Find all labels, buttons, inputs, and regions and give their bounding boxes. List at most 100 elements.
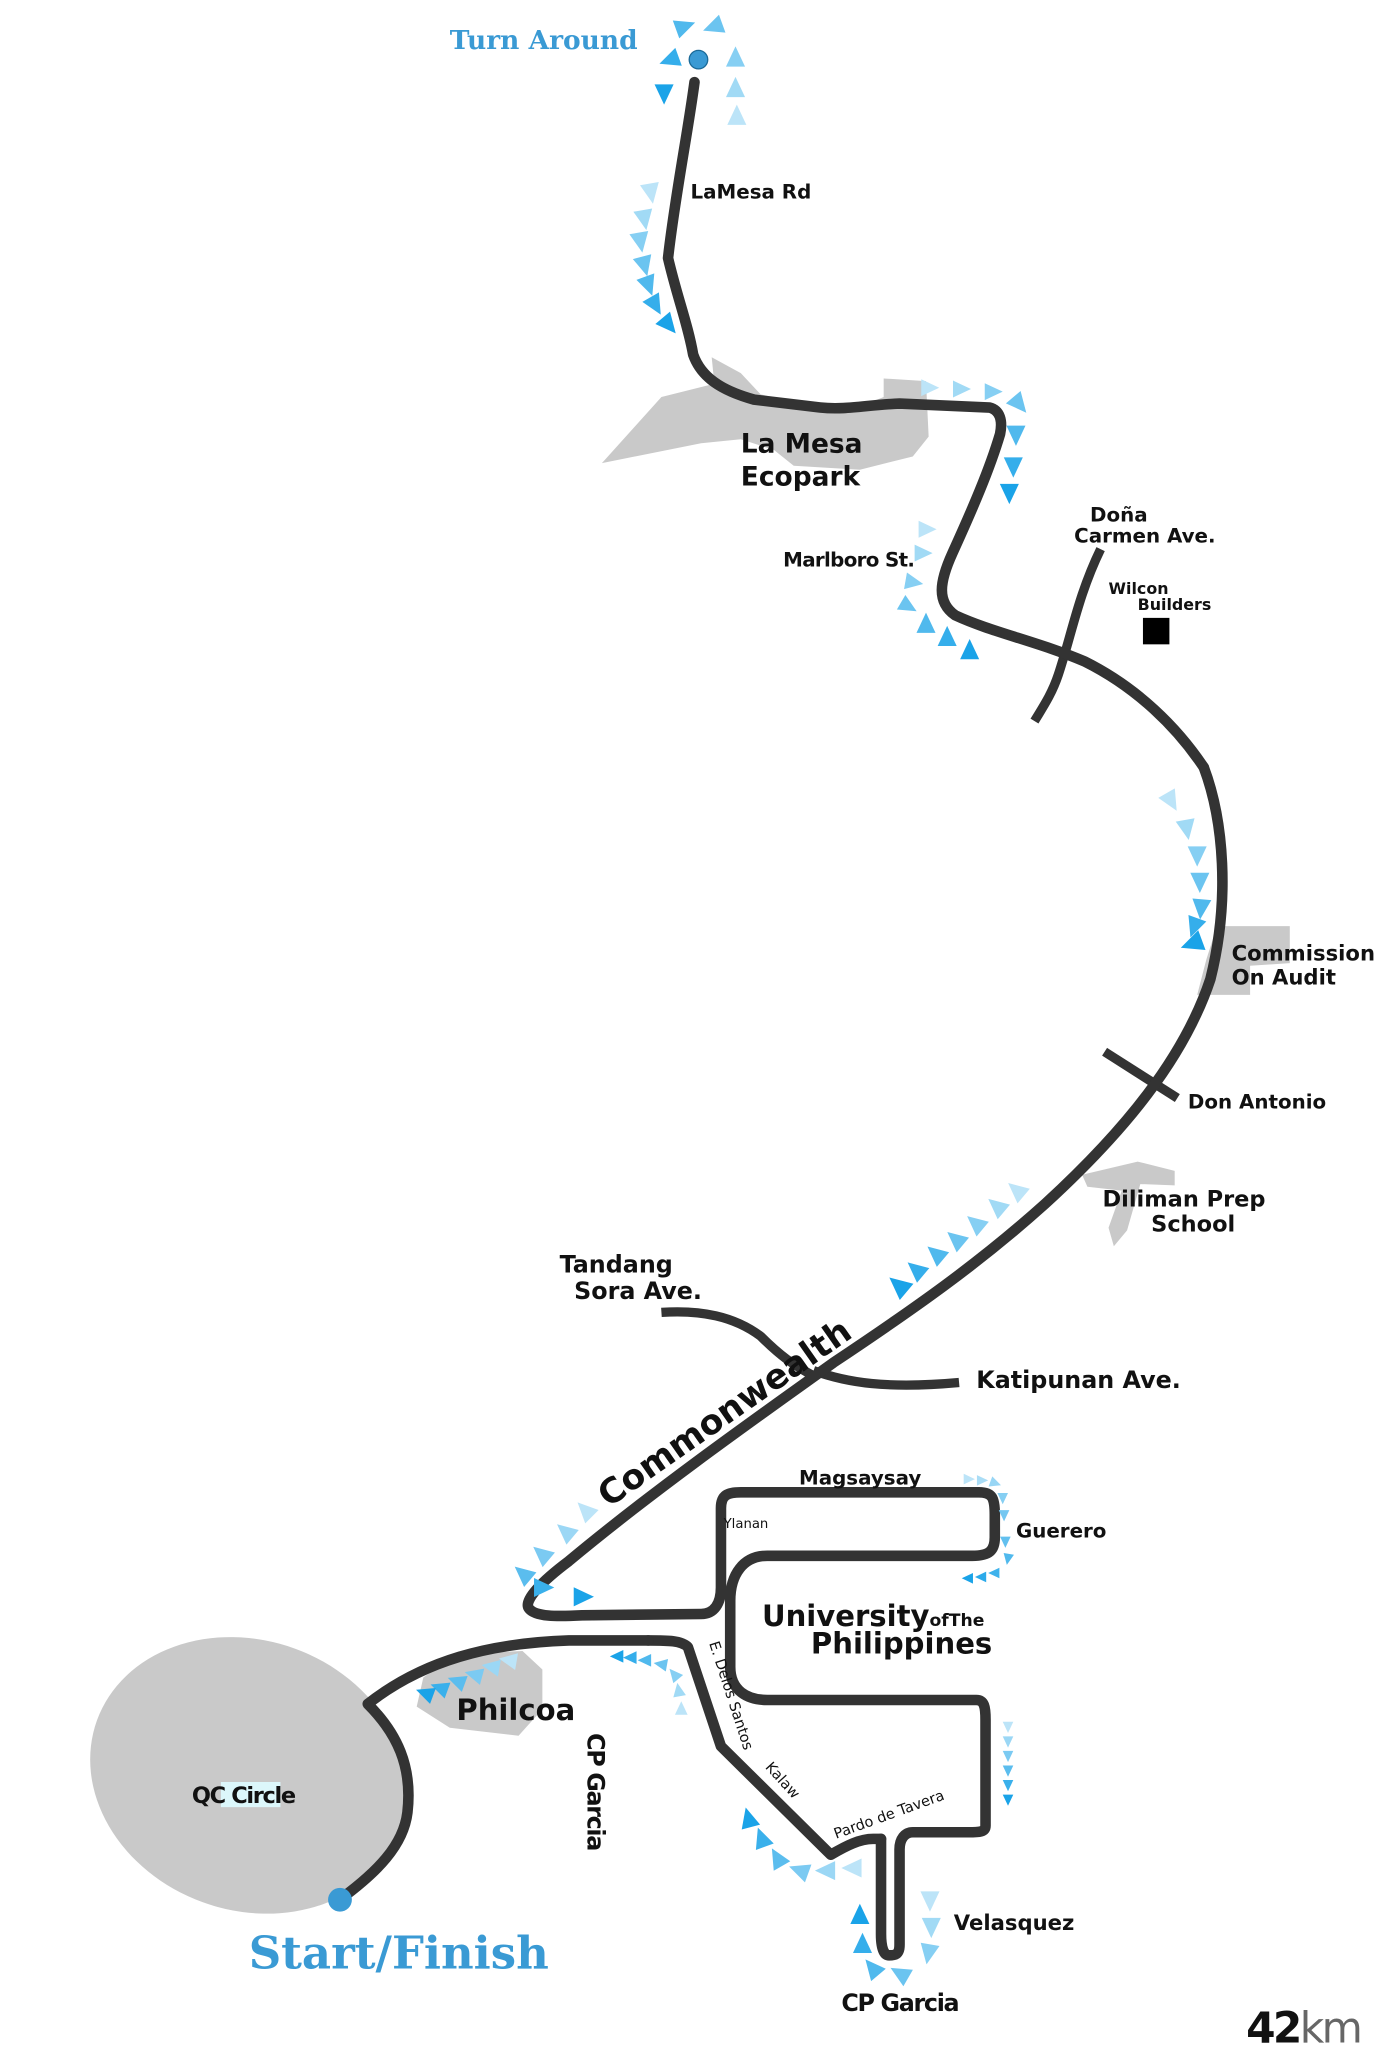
direction-arrow-icon	[674, 1701, 688, 1715]
direction-arrow-icon	[896, 594, 917, 612]
direction-arrow-icon	[927, 1246, 950, 1267]
commonwealth-route	[522, 762, 1228, 1961]
direction-arrow-icon	[1002, 1736, 1014, 1748]
la-mesa-rd-route	[662, 76, 1210, 773]
direction-arrow-icon	[755, 1827, 774, 1850]
diliman-prep-school-area	[1082, 1161, 1175, 1247]
philcoa-label: Philcoa	[456, 1693, 575, 1727]
direction-arrow-icon	[963, 1473, 975, 1485]
dona-carmen-ave-road	[1030, 547, 1105, 724]
direction-arrow-icon	[916, 612, 936, 633]
direction-arrow-icon	[997, 1492, 1009, 1505]
direction-arrow-icon	[481, 1659, 501, 1677]
direction-arrow-icon	[1180, 930, 1206, 951]
direction-arrow-icon	[1187, 846, 1207, 867]
direction-arrow-icon	[727, 104, 747, 125]
direction-arrow-icon	[636, 273, 655, 296]
direction-arrow-icon	[1002, 1750, 1014, 1763]
cross-streets	[661, 547, 1180, 1390]
direction-arrow-icon	[655, 311, 676, 334]
university-of-the-philippines-label: UniversityofThe Philippines	[762, 1599, 992, 1661]
direction-arrow-icon	[1002, 1721, 1014, 1734]
velasquez-label: Velasquez	[954, 1910, 1075, 1935]
direction-arrow-icon	[988, 1198, 1011, 1220]
direction-arrow-icon	[1006, 425, 1026, 446]
direction-arrow-icon	[632, 254, 652, 277]
direction-arrow-icon	[890, 1967, 913, 1987]
wilcon-builders-marker	[1142, 617, 1170, 645]
qc-circle-area	[90, 1637, 408, 1914]
direction-arrow-icon	[998, 1510, 1010, 1522]
direction-arrow-icon	[577, 1502, 599, 1524]
direction-arrow-icon	[609, 1649, 624, 1663]
direction-arrow-icon	[1175, 818, 1195, 840]
direction-arrow-icon	[952, 380, 971, 398]
direction-arrow-icon	[850, 1903, 870, 1924]
wilcon-builders-label: Wilcon Builders	[1109, 579, 1212, 614]
direction-arrow-icon	[988, 1476, 1002, 1487]
direction-arrow-icon	[852, 1932, 873, 1954]
magsaysay-label: Magsaysay	[799, 1466, 921, 1489]
direction-arrow-icon	[653, 1658, 669, 1672]
direction-arrow-icon	[1003, 457, 1023, 478]
la-mesa-rd-label: LaMesa Rd	[691, 181, 812, 204]
direction-arrow-icon	[725, 46, 746, 67]
qc-circle-label: QC Circle	[192, 1783, 296, 1809]
direction-arrow-icon	[988, 1567, 1000, 1579]
marlboro-st-label: Marlboro St.	[783, 548, 914, 571]
direction-arrow-icon	[937, 625, 957, 647]
direction-arrow-icon	[703, 14, 726, 33]
direction-arrow-icon	[921, 379, 940, 397]
direction-arrow-icon	[920, 1942, 940, 1965]
areas	[90, 357, 1290, 1914]
start-finish-label: Start/Finish	[249, 1927, 549, 1980]
la-mesa-ecopark-label: La Mesa Ecopark	[741, 429, 872, 493]
turn-around-label: Turn Around	[450, 25, 638, 56]
direction-arrow-icon	[974, 1571, 987, 1583]
tandang-sora-ave-label: Tandang Sora Ave.	[560, 1251, 702, 1305]
direction-arrow-icon	[918, 520, 937, 538]
direction-arrow-icon	[514, 1566, 537, 1588]
distance-label: 42km	[1246, 2004, 1360, 2048]
direction-arrow-icon	[904, 572, 924, 590]
direction-arrow-icon	[771, 1848, 791, 1871]
start-finish-marker	[328, 1887, 352, 1912]
direction-arrow-icon	[984, 383, 1003, 401]
direction-arrow-icon	[637, 1653, 652, 1667]
direction-arrow-icon	[1002, 1780, 1014, 1792]
direction-arrow-icon	[1188, 914, 1207, 938]
cp-garcia-vertical-label: CP Garcia	[581, 1733, 609, 1850]
cp-garcia-bottom-label: CP Garcia	[841, 1989, 958, 2017]
direction-arrow-icon	[659, 47, 682, 66]
direction-arrow-icon	[976, 1475, 989, 1486]
diliman-prep-school-label: Diliman Prep School	[1102, 1187, 1273, 1238]
e-delos-santos-route	[642, 1635, 887, 1861]
philcoa-area	[416, 1651, 543, 1736]
direction-arrow-icon	[623, 1651, 637, 1664]
direction-arrow-icon	[430, 1682, 451, 1699]
dona-carmen-ave-label: Doña Carmen Ave.	[1074, 503, 1215, 547]
direction-arrow-icon	[639, 182, 659, 204]
direction-arrow-icon	[841, 1858, 862, 1878]
direction-arrow-icon	[1003, 1553, 1014, 1565]
direction-arrow-icon	[633, 208, 653, 231]
katipunan-ave-label: Katipunan Ave.	[976, 1366, 1181, 1394]
direction-arrow-icon	[1005, 391, 1027, 413]
route	[336, 76, 1228, 1961]
direction-arrow-icon	[865, 1959, 886, 1982]
direction-arrow-icon	[447, 1676, 468, 1692]
direction-arrow-icon	[814, 1861, 836, 1881]
direction-arrow-icon	[642, 292, 661, 315]
direction-arrow-icon	[947, 1231, 969, 1253]
direction-arrow-icon	[534, 1578, 555, 1598]
commission-on-audit-label: Commission On Audit	[1232, 941, 1383, 990]
direction-arrow-icon	[654, 84, 674, 105]
direction-arrow-icon	[573, 1587, 594, 1607]
katipunan-ave-road	[811, 1366, 960, 1390]
direction-arrow-icon	[967, 1216, 989, 1237]
direction-arrow-icon	[889, 1277, 914, 1300]
direction-arrow-icon	[1002, 1794, 1014, 1806]
direction-arrow-icon	[533, 1546, 555, 1568]
direction-arrow-icon	[1192, 898, 1212, 920]
